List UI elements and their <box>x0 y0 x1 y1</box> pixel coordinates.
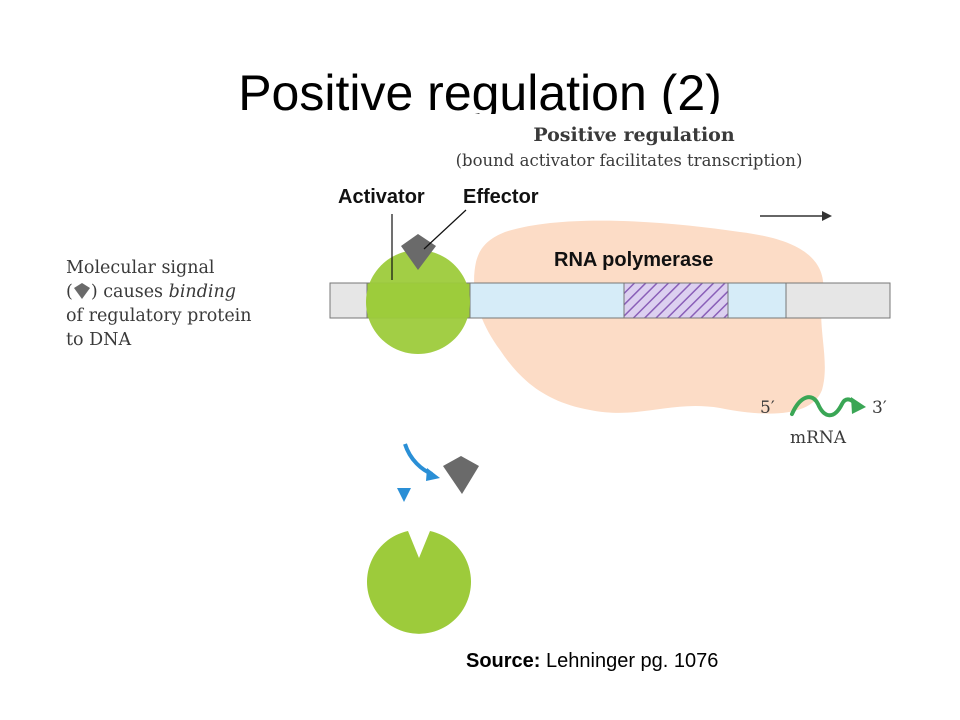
inline-effector-icon <box>73 283 90 299</box>
effector-icon <box>401 234 436 270</box>
open-paren: ( <box>66 282 73 302</box>
effector-label: Effector <box>463 186 539 208</box>
source-citation: Source: Lehninger pg. 1076 <box>466 650 718 673</box>
hatched-region <box>623 282 729 319</box>
side-note-line4: to DNA <box>66 330 132 350</box>
mrna-squiggle <box>790 395 858 418</box>
mrna-label: mRNA <box>790 428 847 448</box>
five-prime-label: 5′ <box>760 398 775 418</box>
source-text: Lehninger pg. 1076 <box>546 650 719 672</box>
branch-arrowhead <box>426 468 440 481</box>
figure-title: Positive regulation <box>533 124 735 146</box>
side-note: Molecular signal ( ) causes binding of re… <box>66 256 336 352</box>
side-note-line1: Molecular signal <box>66 258 215 278</box>
activator-label: Activator <box>338 186 425 208</box>
figure-subtitle: (bound activator facilitates transcripti… <box>455 151 803 170</box>
side-note-line3: of regulatory protein <box>66 306 252 326</box>
binding-word: binding <box>168 282 236 302</box>
three-prime-label: 3′ <box>872 398 887 418</box>
source-prefix: Source: <box>466 650 541 672</box>
effector-pointer <box>423 209 467 250</box>
activator-free <box>367 531 471 634</box>
close-paren: ) causes <box>90 282 164 302</box>
mrna-arrowhead <box>851 397 866 414</box>
side-note-line2: ( ) causes binding <box>66 280 336 304</box>
transcription-arrowhead <box>822 211 832 221</box>
released-effector-icon <box>443 456 479 494</box>
down-arrowhead <box>397 488 411 502</box>
rna-polymerase-label: RNA polymerase <box>554 249 714 271</box>
slide-title: Positive regulation (2) <box>238 65 722 114</box>
